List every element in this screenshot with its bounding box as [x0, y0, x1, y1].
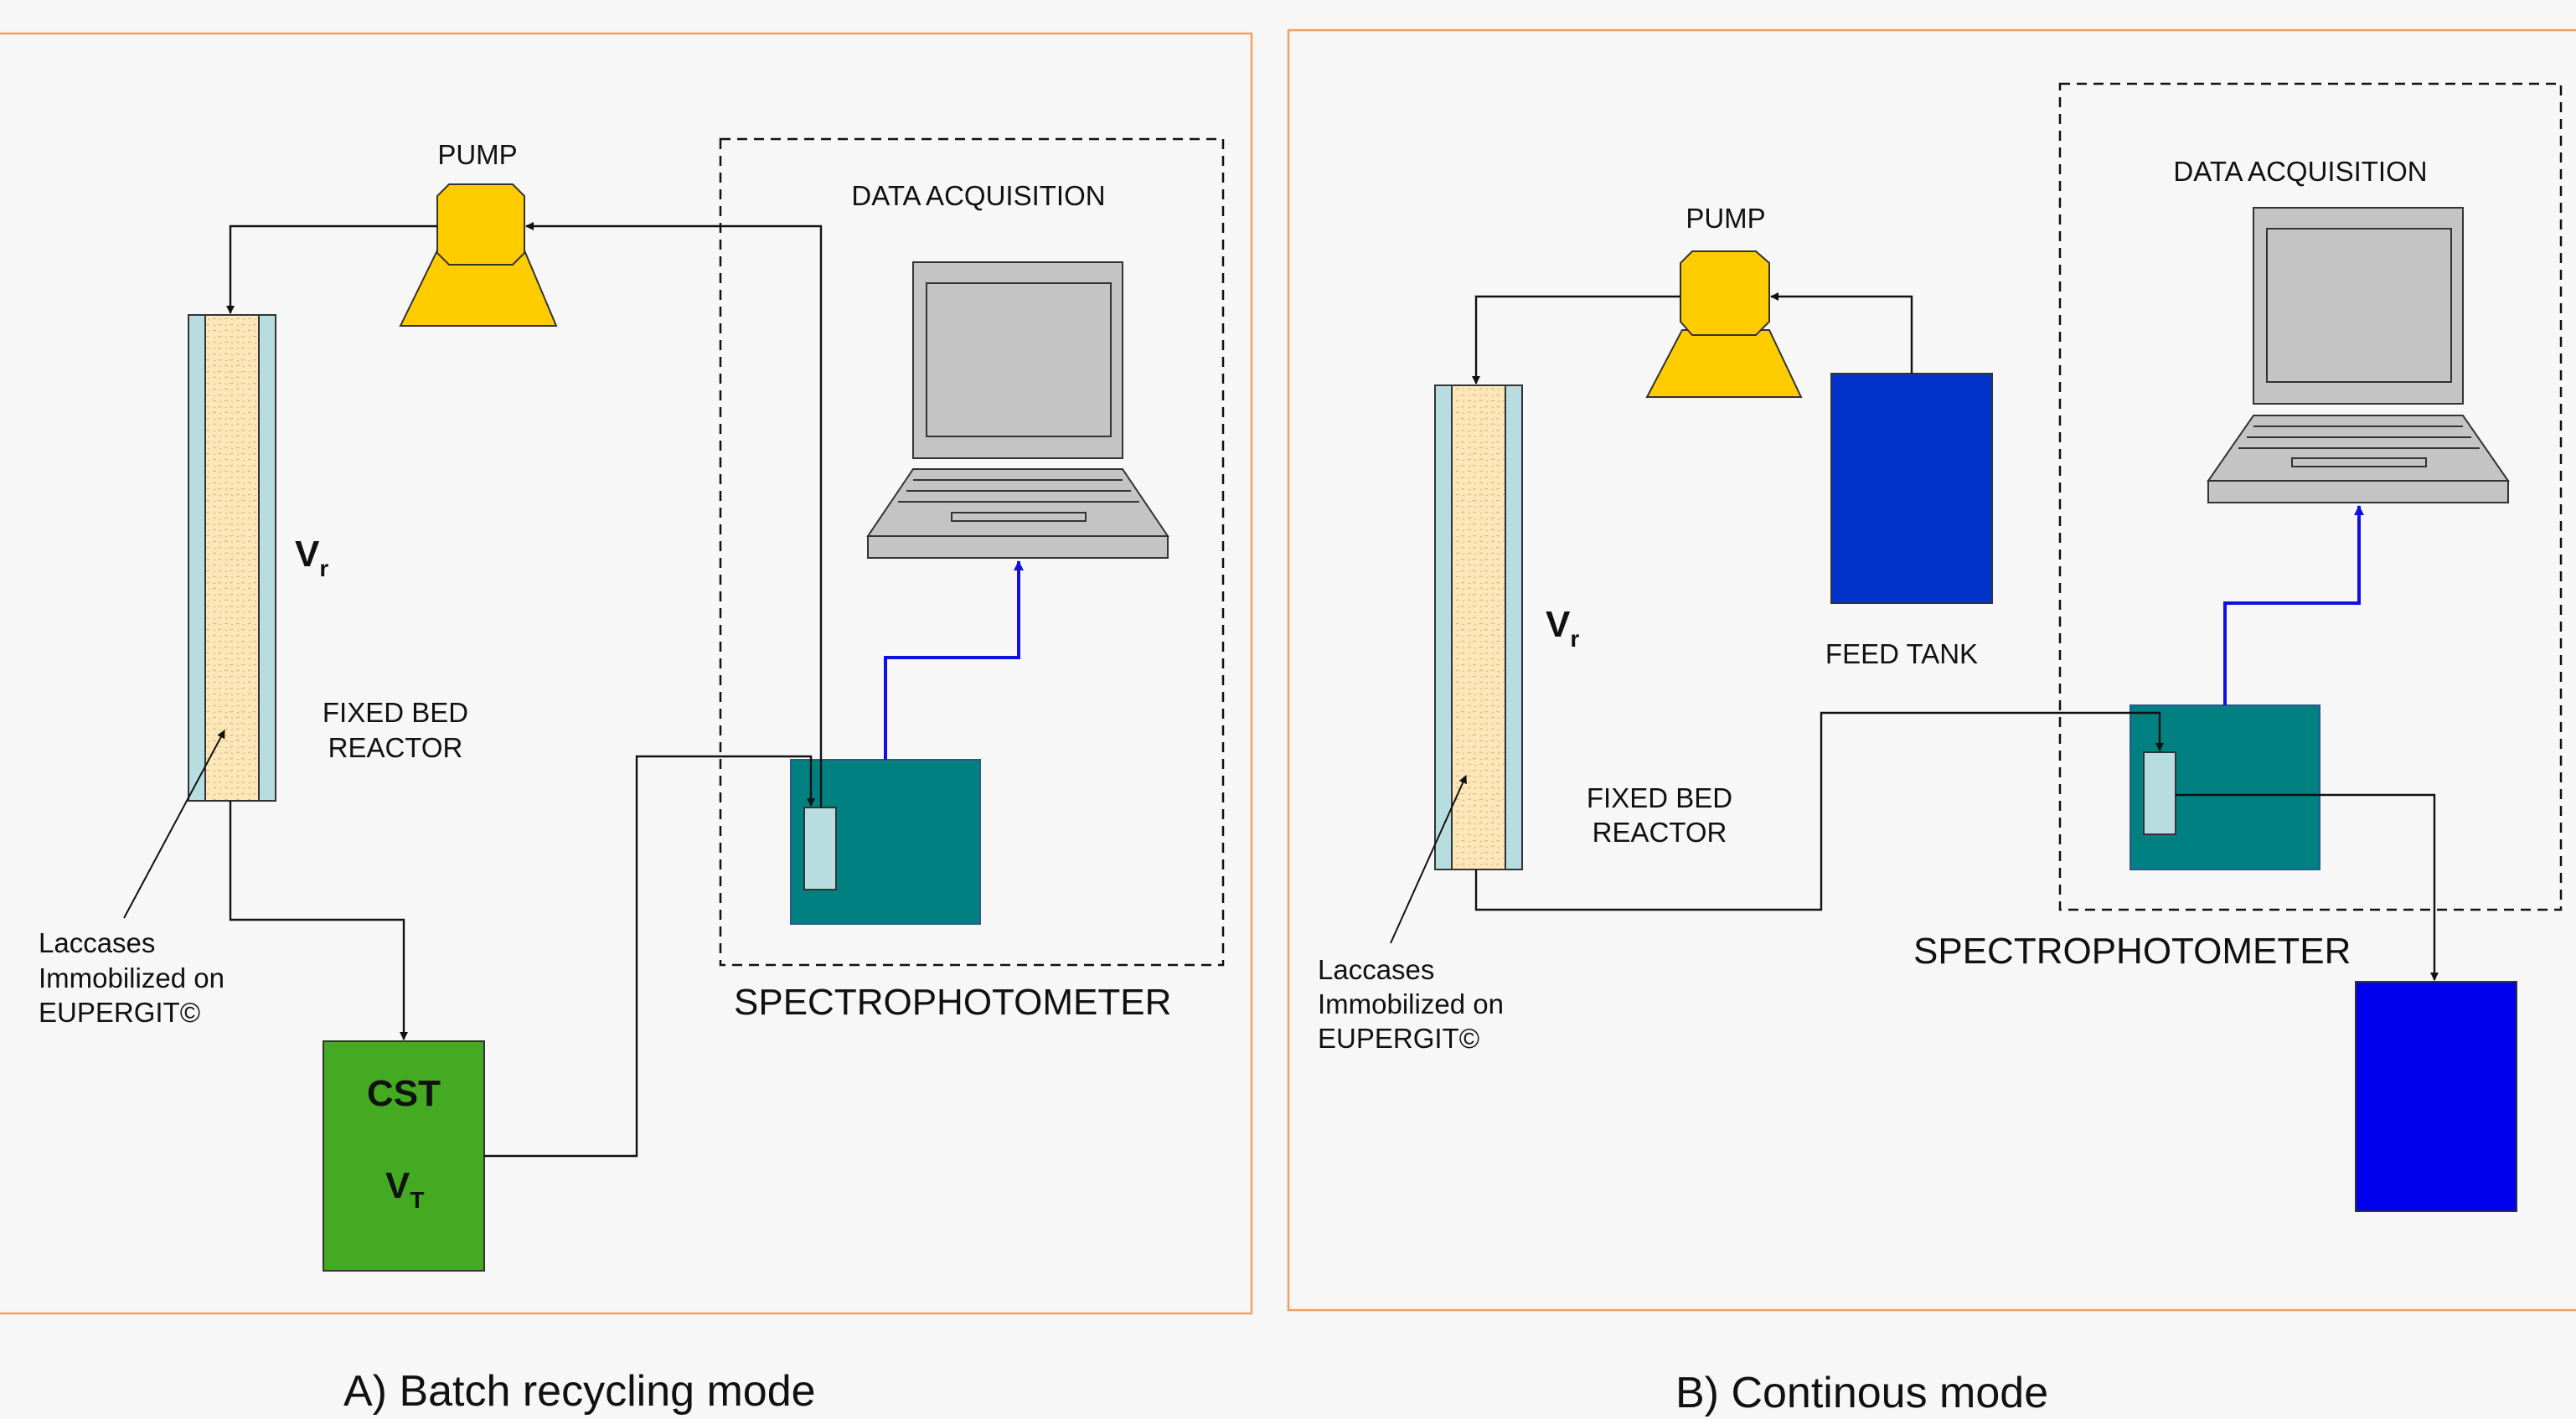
panel-b-border [1287, 28, 2576, 1312]
panel-a: PUMP Vr FIXED BED REACTOR Laccases Immob… [0, 32, 1253, 1416]
laptop-icon [2207, 207, 2510, 503]
pump-label: PUMP [437, 139, 517, 170]
cst-tank [323, 1040, 485, 1272]
reactor-label-line1: FIXED BED [1587, 782, 1732, 813]
enzyme-pointer [1390, 775, 1467, 944]
flow-cst-to-cuvette [484, 755, 815, 1158]
collection-tank [2355, 981, 2517, 1212]
data-acquisition-label: DATA ACQUISITION [2173, 156, 2427, 187]
enzyme-label-line2: Immobilized on [39, 962, 225, 993]
data-acquisition-box [2058, 82, 2563, 911]
flow-cuvette-to-pump [525, 222, 823, 808]
signal-wire [884, 560, 1024, 760]
flow-feed-to-pump [1770, 292, 1913, 374]
flow-reactor-to-cst [229, 801, 408, 1040]
feed-tank [1830, 373, 1993, 604]
enzyme-label-line1: Laccases [39, 927, 155, 958]
spectrophotometer-label: SPECTROPHOTOMETER [734, 982, 1171, 1023]
reactor-label-line1: FIXED BED [323, 697, 468, 728]
panel-b-caption: B) Continous mode [1675, 1369, 2048, 1417]
pump-label: PUMP [1685, 203, 1765, 234]
flow-cuvette-to-collection [2176, 793, 2439, 981]
reactor-column-icon [1434, 384, 1523, 870]
flow-reactor-to-cuvette [1474, 711, 2164, 911]
data-acquisition-box [719, 137, 1225, 967]
data-acquisition-label: DATA ACQUISITION [851, 180, 1105, 211]
pump-icon [399, 183, 558, 327]
pump-icon [1645, 250, 1803, 398]
laptop-icon [866, 261, 1169, 559]
enzyme-label-line2: Immobilized on [1318, 988, 1504, 1019]
enzyme-pointer [123, 730, 225, 919]
tank-volume-symbol: VT [385, 1165, 424, 1213]
enzyme-label-line3: EUPERGIT© [1318, 1023, 1479, 1054]
flow-pump-to-reactor [1472, 295, 1680, 384]
signal-wire [2223, 505, 2364, 705]
feed-tank-label: FEED TANK [1825, 638, 1978, 669]
reactor-volume-symbol: Vr [295, 534, 328, 581]
reactor-volume-symbol: Vr [1546, 604, 1579, 652]
panel-a-caption: A) Batch recycling mode [343, 1367, 816, 1416]
panel-a-border [0, 32, 1253, 1315]
reactor-label-line2: REACTOR [328, 732, 463, 763]
reactor-column-icon [188, 314, 276, 802]
enzyme-label-line1: Laccases [1318, 954, 1434, 985]
enzyme-label-line3: EUPERGIT© [39, 997, 200, 1028]
cuvette-icon [2143, 751, 2176, 835]
cst-tank-label: CST [367, 1073, 441, 1114]
reactor-label-line2: REACTOR [1593, 817, 1727, 848]
panel-b: PUMP FEED TANK Vr FIXED BED REACTOR Lacc… [1287, 28, 2576, 1417]
cuvette-icon [803, 807, 837, 890]
spectrophotometer-label: SPECTROPHOTOMETER [1913, 931, 2351, 972]
flow-pump-to-reactor [226, 224, 437, 314]
